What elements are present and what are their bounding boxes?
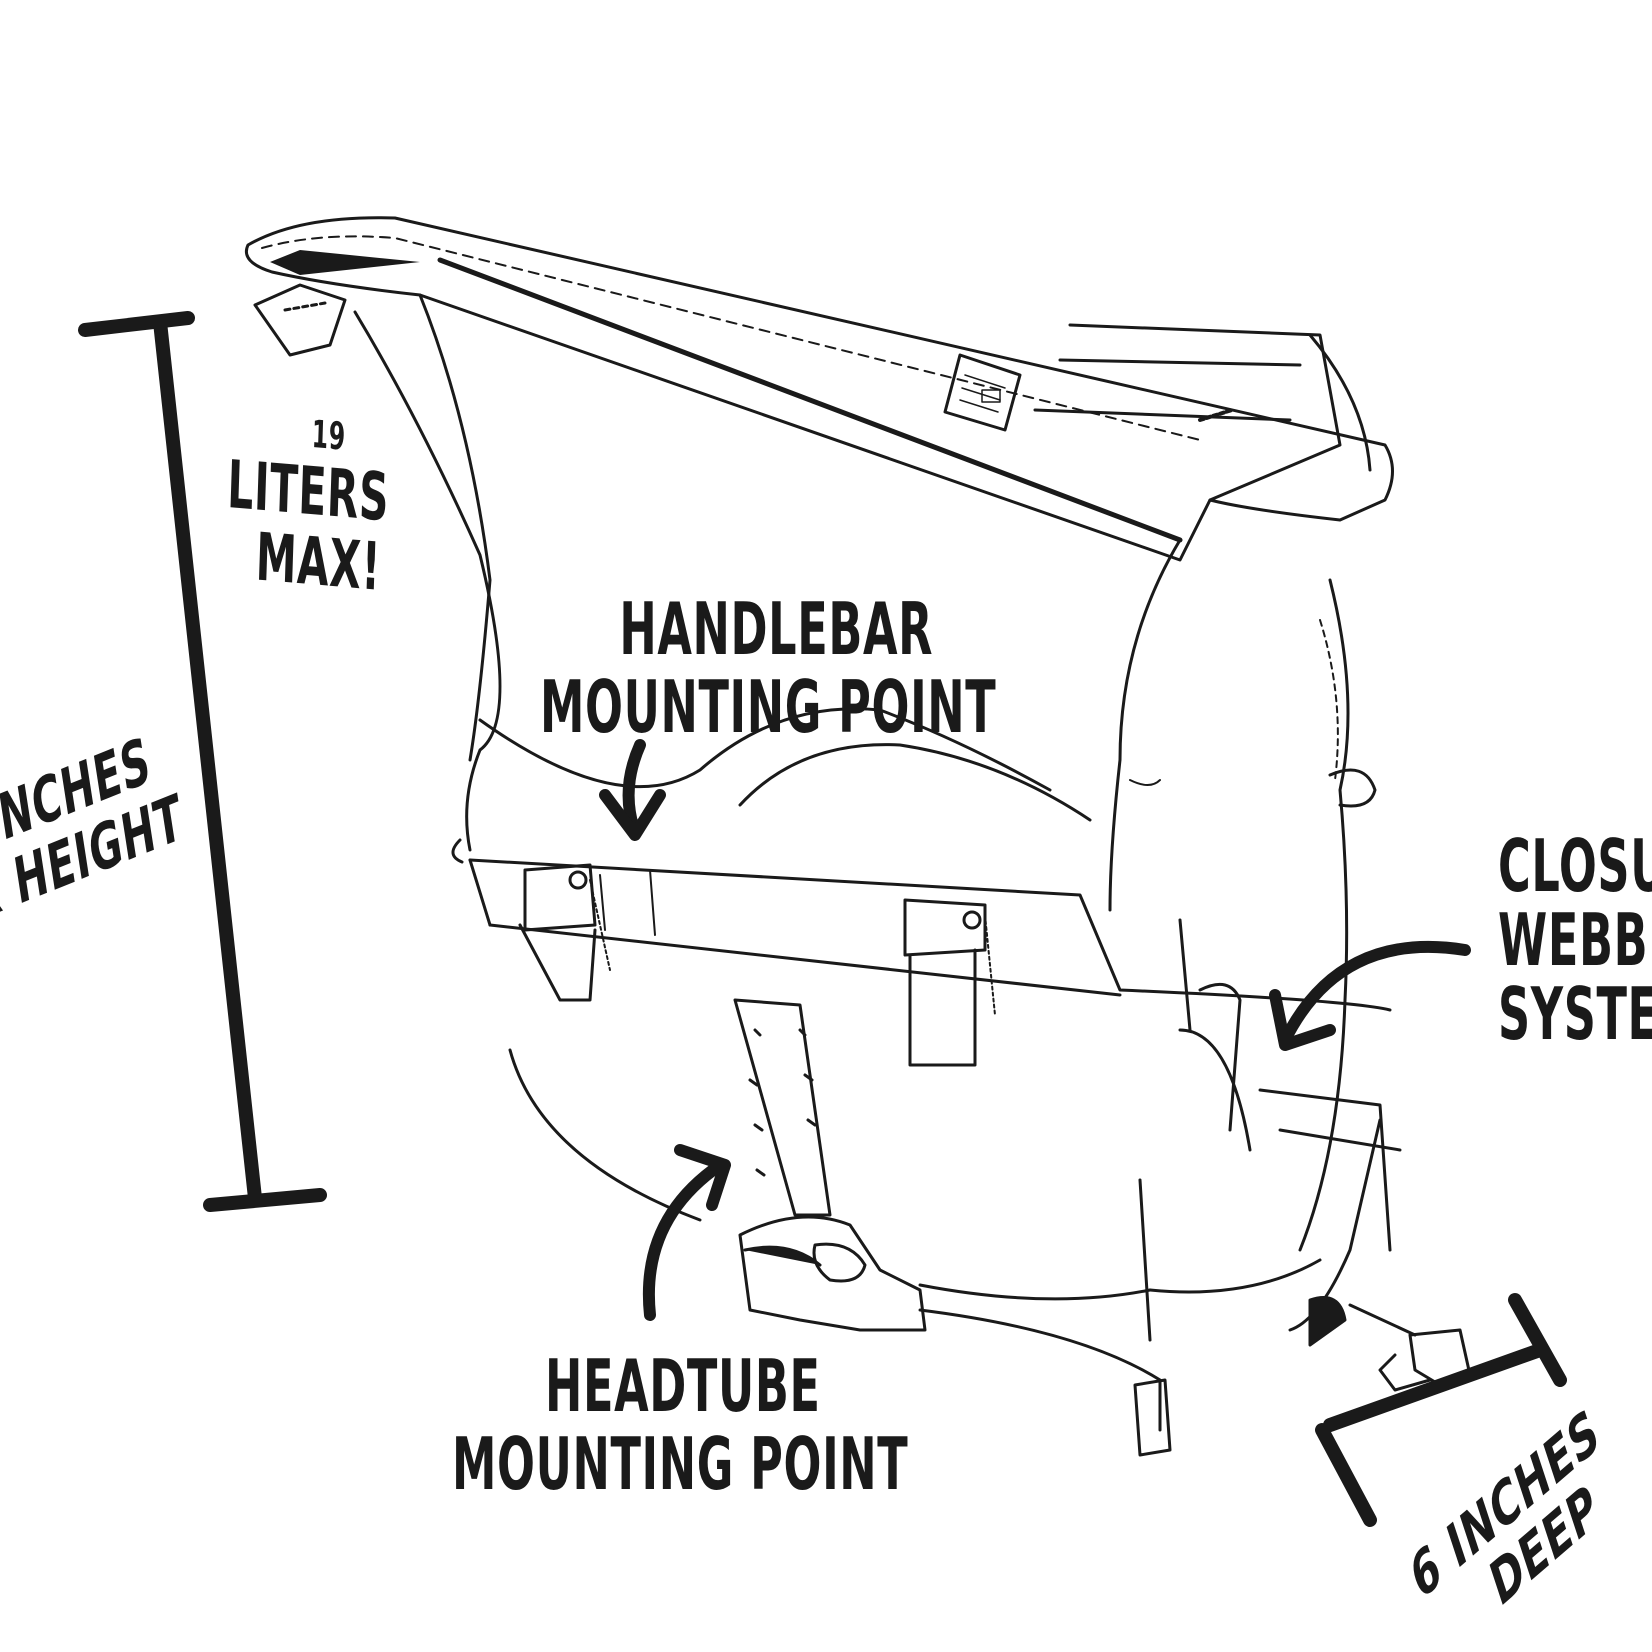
height-dimension-top-cap — [78, 311, 195, 337]
handlebar-line-2: MOUNTiNG POiNT — [540, 665, 997, 749]
headtube-line-2: MOUNTiNG POiNT — [452, 1422, 909, 1506]
front-strap-left — [518, 863, 611, 1002]
handlebar-band — [468, 858, 1392, 1012]
capacity-label: 19 LiTERS MAX! — [224, 408, 391, 606]
bag-body — [353, 293, 1377, 1252]
depth-dimension-left-cap — [1315, 1423, 1377, 1527]
height-dimension-bottom-cap — [203, 1188, 327, 1212]
height-dimension-line — [153, 315, 262, 1205]
capacity-line-2: LiTERS — [226, 445, 391, 537]
headtube-arrowhead-icon — [674, 1144, 731, 1211]
closure-line-2: WEBBiN — [1498, 898, 1652, 982]
handlebar-label: HANDLEBAR MOUNTiNG POiNT — [540, 593, 996, 743]
dimension-marks — [78, 311, 1567, 1527]
flap-top-edge — [245, 216, 1394, 562]
bag-bottom — [508, 1048, 1322, 1457]
headtube-label: HEADTUBE MOUNTiNG POiNT — [452, 1350, 908, 1500]
pointer-arrows — [599, 739, 1471, 1321]
handlebar-arrowhead-icon — [599, 789, 666, 841]
front-strap-right — [903, 898, 996, 1067]
closure-arrowhead-icon — [1269, 989, 1336, 1051]
depth-dimension-line — [1323, 1343, 1547, 1432]
headtube-arrow-icon — [642, 1159, 726, 1321]
side-webbing — [1178, 918, 1402, 1347]
headtube-strap — [733, 998, 927, 1332]
handlebar-line-1: HANDLEBAR — [619, 587, 934, 671]
closure-label: CLOSUR WEBBiN SYSTE — [1498, 830, 1652, 1050]
headtube-line-1: HEADTUBE — [545, 1344, 821, 1428]
closure-line-3: SYSTE — [1498, 972, 1652, 1056]
closure-line-1: CLOSUR — [1498, 824, 1652, 908]
depth-dimension-right-cap — [1508, 1293, 1567, 1387]
top-left-buckle — [253, 283, 347, 357]
closure-arrow-icon — [1279, 941, 1471, 1046]
capacity-line-3: MAX! — [254, 518, 383, 606]
flap-strap-band — [1033, 323, 1372, 502]
brand-label-icon — [943, 353, 1022, 432]
